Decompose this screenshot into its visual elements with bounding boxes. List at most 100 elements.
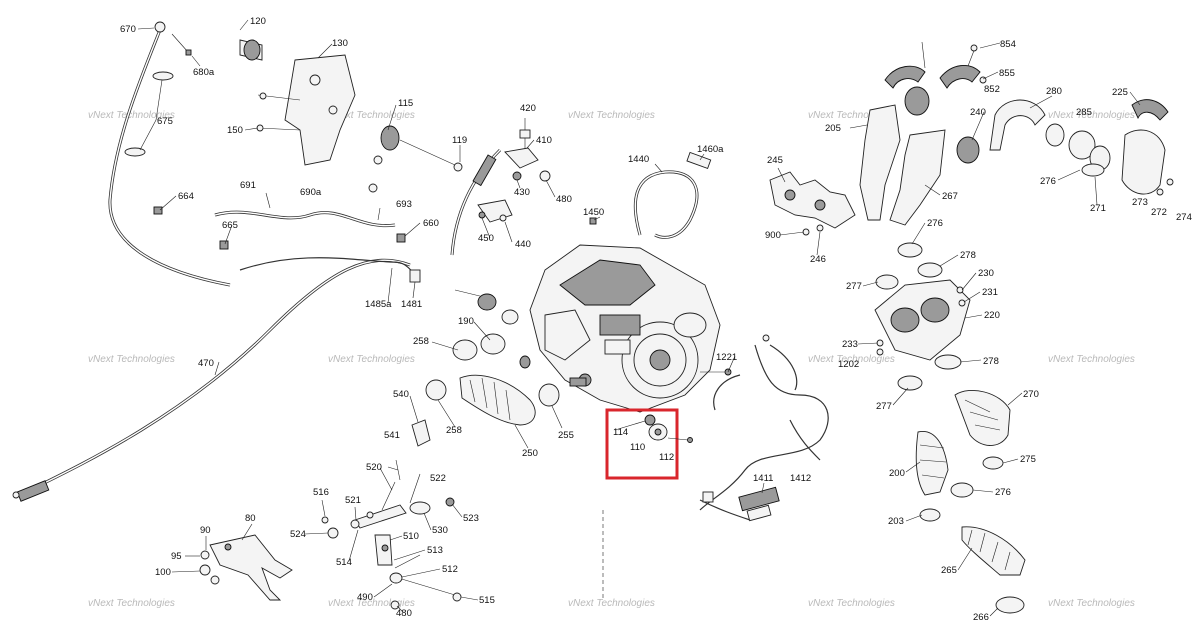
watermark: vNext Technologies — [88, 354, 175, 365]
bracket-130-group — [239, 39, 463, 193]
part-label-523: 523 — [463, 513, 479, 524]
part-label-100: 100 — [155, 567, 171, 578]
bracket-410-group — [477, 118, 551, 223]
part-label-278-lower: 278 — [983, 356, 999, 367]
part-label-225: 225 — [1112, 87, 1128, 98]
part-label-521: 521 — [345, 495, 361, 506]
part-label-854: 854 — [1000, 39, 1016, 50]
part-label-205: 205 — [825, 123, 841, 134]
part-label-112: 112 — [659, 452, 674, 463]
watermark: vNext Technologies — [568, 598, 655, 609]
pedal-80-group — [199, 534, 293, 601]
part-label-80: 80 — [245, 513, 256, 524]
label-leaders — [137, 19, 1141, 617]
part-label-272: 272 — [1151, 207, 1167, 218]
watermark: vNext Technologies — [808, 598, 895, 609]
part-label-852: 852 — [984, 84, 1000, 95]
part-label-203: 203 — [888, 516, 904, 527]
part-label-240: 240 — [970, 107, 986, 118]
part-label-1481: 1481 — [401, 299, 422, 310]
part-label-1440: 1440 — [628, 154, 649, 165]
cable-670-group — [108, 21, 231, 287]
cable-690a-group — [214, 192, 406, 243]
part-label-90: 90 — [200, 525, 211, 536]
part-label-1460a: 1460a — [697, 144, 724, 155]
spring-cable-119-group — [450, 148, 502, 256]
engine-assembly — [529, 244, 732, 413]
part-label-1412: 1412 — [790, 473, 811, 484]
part-label-95: 95 — [171, 551, 182, 562]
part-label-278-upper: 278 — [960, 250, 976, 261]
part-label-665: 665 — [222, 220, 238, 231]
part-label-120: 120 — [250, 16, 266, 27]
watermark: vNext Technologies — [568, 110, 655, 121]
part-label-274: 274 — [1176, 212, 1192, 223]
watermark: vNext Technologies — [1048, 110, 1135, 121]
part-label-541: 541 — [384, 430, 400, 441]
part-label-520: 520 — [366, 462, 382, 473]
part-label-470: 470 — [198, 358, 214, 369]
part-label-276-lower: 276 — [995, 487, 1011, 498]
part-label-271: 271 — [1090, 203, 1106, 214]
part-label-680a: 680a — [193, 67, 215, 78]
part-label-693: 693 — [396, 199, 412, 210]
part-label-1485a: 1485a — [365, 299, 392, 310]
part-label-150: 150 — [227, 125, 243, 136]
highlight-box — [605, 408, 679, 480]
intake-system-group — [769, 41, 1174, 614]
part-label-285: 285 — [1076, 107, 1092, 118]
part-label-420: 420 — [520, 103, 536, 114]
part-label-516: 516 — [313, 487, 329, 498]
part-label-276-mid: 276 — [927, 218, 943, 229]
part-label-231: 231 — [982, 287, 998, 298]
part-label-675: 675 — [157, 116, 173, 127]
part-label-270: 270 — [1023, 389, 1039, 400]
part-label-691: 691 — [240, 180, 256, 191]
part-label-540: 540 — [393, 389, 409, 400]
part-label-510: 510 — [403, 531, 419, 542]
part-label-524: 524 — [290, 529, 306, 540]
part-label-664: 664 — [178, 191, 194, 202]
part-label-220: 220 — [984, 310, 1000, 321]
part-label-515: 515 — [479, 595, 495, 606]
part-label-1450: 1450 — [583, 207, 604, 218]
part-label-266: 266 — [973, 612, 989, 623]
part-label-1221: 1221 — [716, 352, 737, 363]
watermark: vNext Technologies — [808, 354, 895, 365]
part-label-855: 855 — [999, 68, 1015, 79]
part-label-267: 267 — [942, 191, 958, 202]
watermark: vNext Technologies — [88, 598, 175, 609]
part-label-660: 660 — [423, 218, 439, 229]
throttle-cable-group — [12, 258, 411, 502]
part-label-277-lower: 277 — [876, 401, 892, 412]
part-label-410: 410 — [536, 135, 552, 146]
part-label-246: 246 — [810, 254, 826, 265]
part-label-119: 119 — [452, 135, 467, 146]
part-label-900: 900 — [765, 230, 781, 241]
part-label-1202: 1202 — [838, 359, 859, 370]
part-label-690a: 690a — [300, 187, 322, 198]
air-duct-250-group — [425, 374, 560, 426]
part-label-275: 275 — [1020, 454, 1036, 465]
part-label-480: 480 — [556, 194, 572, 205]
watermark: vNext Technologies — [808, 110, 895, 121]
part-label-230: 230 — [978, 268, 994, 279]
highlight-box-group — [602, 408, 693, 600]
part-label-273: 273 — [1132, 197, 1148, 208]
part-label-130: 130 — [332, 38, 348, 49]
throttle-body-190-group — [452, 289, 531, 369]
part-label-480-lower: 480 — [396, 608, 412, 619]
pedal-linkage-group — [321, 419, 462, 610]
part-label-276-upper: 276 — [1040, 176, 1056, 187]
part-label-255: 255 — [558, 430, 574, 441]
part-labels: 670 120 130 680a 675 115 150 119 420 410… — [120, 16, 1192, 623]
part-label-490: 490 — [357, 592, 373, 603]
part-label-522: 522 — [430, 473, 446, 484]
part-label-280: 280 — [1046, 86, 1062, 97]
part-label-670: 670 — [120, 24, 136, 35]
part-label-450: 450 — [478, 233, 494, 244]
watermark: vNext Technologies — [328, 354, 415, 365]
watermark: vNext Technologies — [88, 110, 175, 121]
part-label-513: 513 — [427, 545, 443, 556]
